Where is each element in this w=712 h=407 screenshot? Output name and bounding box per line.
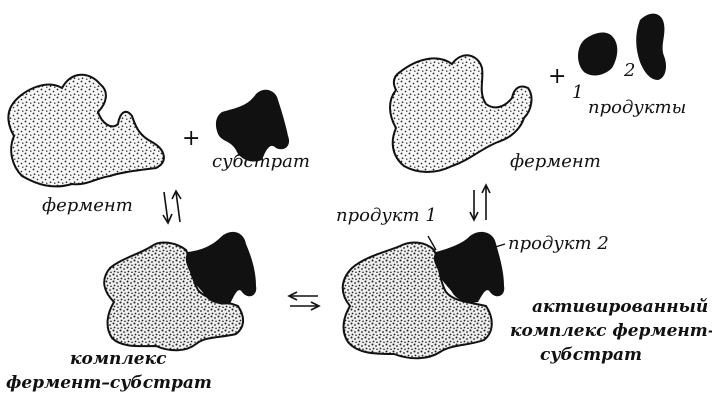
label-activated-line2: комплекс фермент–	[510, 322, 712, 341]
label-product1: продукт 1	[336, 206, 437, 226]
label-complex-line2: фермент–субстрат	[6, 374, 212, 393]
label-enzyme-left: фермент	[42, 196, 133, 216]
label-activated-line1: активированный	[532, 298, 708, 317]
label-products: продукты	[588, 98, 686, 118]
equilibrium-arrows-right	[470, 185, 490, 220]
equilibrium-arrows-left	[163, 191, 181, 223]
label-enzyme-right: фермент	[510, 152, 601, 172]
label-number-1: 1	[572, 82, 583, 103]
plus-sign-left: +	[182, 126, 200, 151]
label-product2: продукт 2	[508, 234, 609, 254]
label-substrate: субстрат	[212, 152, 310, 172]
label-number-2: 2	[624, 60, 635, 81]
equilibrium-arrows-middle	[289, 292, 319, 310]
plus-sign-right: +	[548, 64, 566, 89]
product-1-shape	[578, 33, 617, 76]
enzyme-free-left	[8, 75, 164, 187]
label-activated-line3: субстрат	[540, 346, 642, 365]
product-2-shape	[636, 14, 666, 80]
label-complex-line1: комплекс	[70, 350, 166, 369]
